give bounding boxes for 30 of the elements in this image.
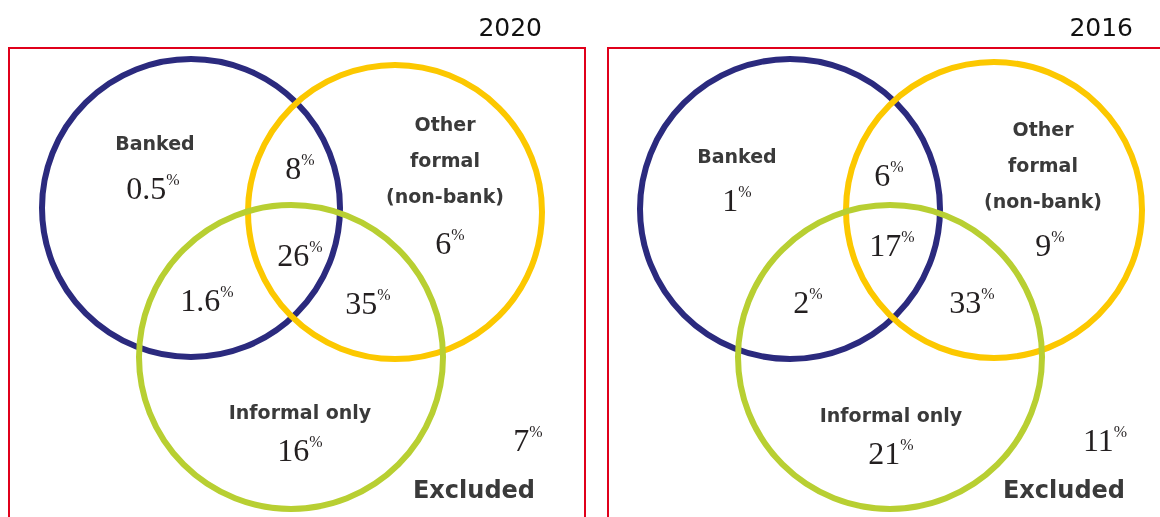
percentage-value: 16$^{%}$ [277,434,323,466]
venn-circle [245,62,545,362]
percentage-value: 26$^{%}$ [277,239,323,271]
percentage-value: 6$^{%}$ [435,227,465,259]
set-label: Banked [697,144,777,169]
percentage-value: 8$^{%}$ [285,152,315,184]
venn-circle [843,59,1145,361]
percentage-value: 33$^{%}$ [949,286,995,318]
percentage-value: 35$^{%}$ [345,287,391,319]
set-label: Other formal (non-bank) [983,117,1103,214]
percentage-value: 7$^{%}$ [513,424,543,456]
percentage-value: 11$^{%}$ [1082,424,1128,456]
set-label: Informal only [819,403,963,428]
percentage-value: 9$^{%}$ [1035,229,1065,261]
set-label: Banked [115,131,195,156]
percentage-value: 1$^{%}$ [722,184,752,216]
percentage-value: 6$^{%}$ [874,159,904,191]
category-label: Excluded [1002,475,1126,506]
percentage-value: 0.5$^{%}$ [126,172,180,204]
set-label: Informal only [228,400,372,425]
percentage-value: 2$^{%}$ [793,286,823,318]
percentage-value: 17$^{%}$ [869,229,915,261]
percentage-value: 1.6$^{%}$ [180,284,234,316]
category-label: Excluded [412,475,536,506]
set-label: Other formal (non-bank) [385,112,505,209]
year-heading: 2016 [1069,12,1133,42]
venn-circle [637,56,943,362]
venn-circle [39,56,343,360]
year-heading: 2020 [478,12,542,42]
percentage-value: 21$^{%}$ [868,437,914,469]
